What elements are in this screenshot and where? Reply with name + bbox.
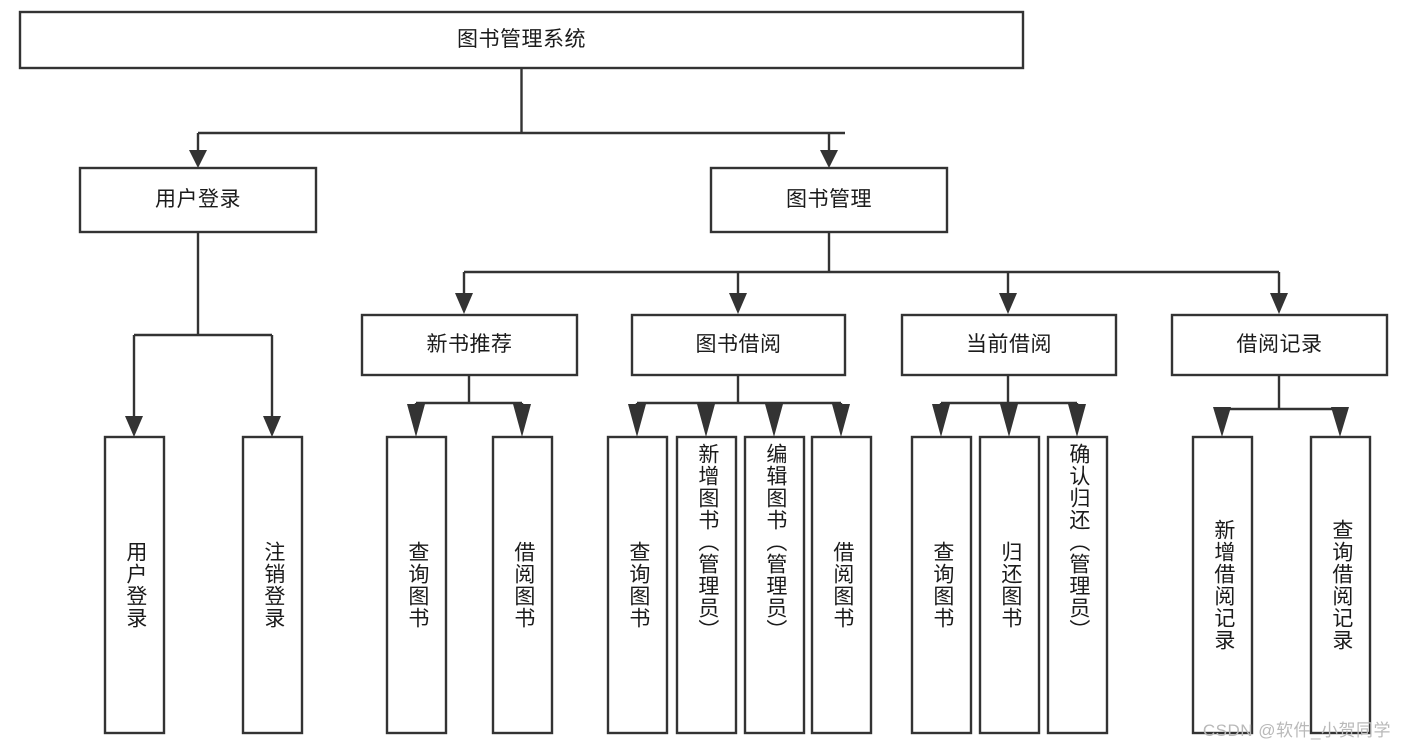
node-box-leaf-add-book-admin[interactable] [675, 435, 738, 735]
node-box-leaf-borrow-book-1[interactable] [491, 435, 554, 735]
node-box-leaf-edit-book-admin[interactable] [743, 435, 806, 735]
connector-group-user-login [125, 232, 281, 437]
node-box-borrow-record[interactable] [1170, 313, 1389, 377]
connector-group-new-book-recommend [407, 375, 531, 437]
node-box-leaf-query-book-1[interactable] [385, 435, 448, 735]
node-box-leaf-borrow-book-2[interactable] [810, 435, 873, 735]
node-box-leaf-query-book-2[interactable] [606, 435, 669, 735]
connector-group-book-borrow [628, 375, 850, 437]
connector-group-book-manage [455, 232, 1288, 314]
node-box-leaf-return-book[interactable] [978, 435, 1041, 735]
node-box-root[interactable] [18, 10, 1025, 70]
node-box-leaf-user-login[interactable] [103, 435, 166, 735]
node-box-leaf-query-borrow-record[interactable] [1309, 435, 1372, 735]
csdn-watermark: CSDN @软件_小贺同学 [1202, 721, 1391, 740]
node-box-current-borrow[interactable] [900, 313, 1118, 377]
node-box-leaf-add-borrow-record[interactable] [1191, 435, 1254, 735]
connector-group-current-borrow [932, 375, 1086, 437]
node-box-leaf-confirm-return-admin[interactable] [1046, 435, 1109, 735]
node-box-user-login[interactable] [78, 166, 318, 234]
connector-group-borrow-record [1213, 375, 1349, 437]
node-box-book-manage[interactable] [709, 166, 949, 234]
node-box-book-borrow[interactable] [630, 313, 847, 377]
node-box-new-book-recommend[interactable] [360, 313, 579, 377]
connector-group-root [189, 68, 845, 168]
node-box-leaf-logout-login[interactable] [241, 435, 304, 735]
node-box-leaf-query-book-3[interactable] [910, 435, 973, 735]
